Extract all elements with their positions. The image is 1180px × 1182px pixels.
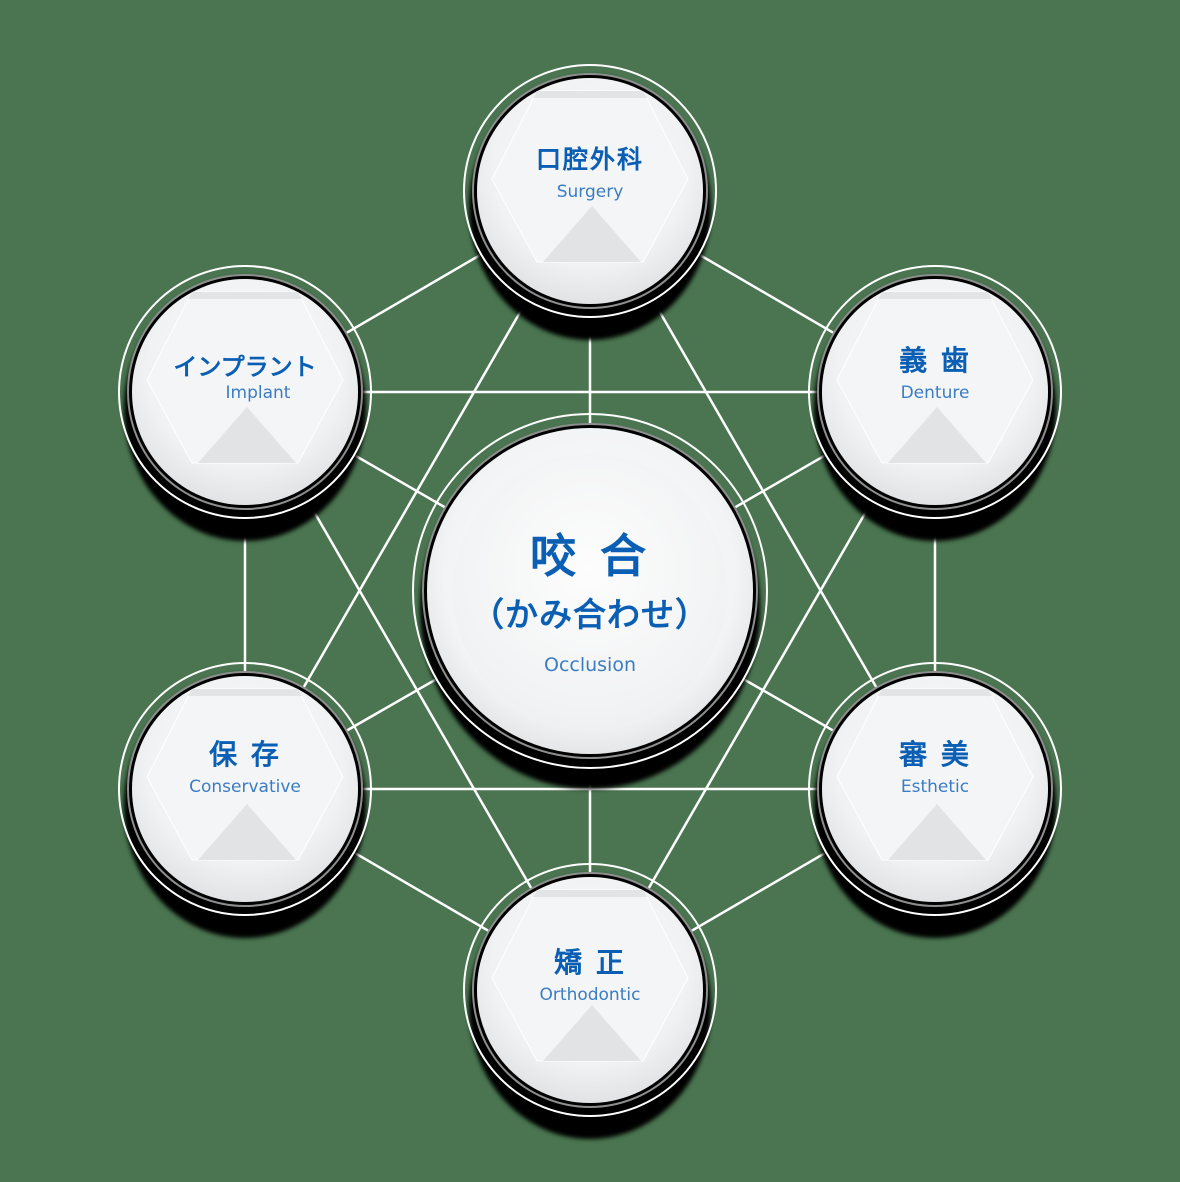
node-title: 義 歯 — [899, 344, 971, 377]
node-disc: 矯 正 Orthodontic — [477, 877, 703, 1103]
node-conservative: 保 存 Conservative — [118, 662, 372, 938]
tooth-hexagon-icon — [491, 90, 689, 263]
node-title: 口腔外科 — [535, 145, 644, 174]
node-disc: 口腔外科 Surgery — [477, 78, 703, 304]
tooth-hexagon-icon — [836, 688, 1034, 861]
node-subtitle: Orthodontic — [539, 985, 641, 1005]
node-esthetic: 審 美 Esthetic — [808, 662, 1062, 938]
node-subtitle: Conservative — [189, 777, 301, 797]
tooth-hexagon-icon — [146, 291, 344, 464]
node-ring — [463, 863, 717, 1117]
center-title: 咬 合 — [529, 529, 650, 583]
node-disc: インプラント Implant — [132, 279, 358, 505]
node-ring — [118, 265, 372, 519]
tooth-hexagon-icon — [836, 291, 1034, 464]
center-subtitle-en: Occlusion — [543, 654, 636, 676]
node-surgery: 口腔外科 Surgery — [463, 64, 717, 340]
center-node-occlusion: 咬 合 （かみ合わせ） Occlusion — [412, 413, 768, 789]
node-ring — [118, 662, 372, 916]
tooth-hexagon-icon — [146, 688, 344, 861]
center-node-disc: 咬 合 （かみ合わせ） Occlusion — [427, 428, 753, 754]
node-denture: 義 歯 Denture — [808, 265, 1062, 541]
node-ring — [463, 64, 717, 318]
node-title: 保 存 — [209, 738, 281, 771]
tooth-hexagon-icon — [491, 889, 689, 1062]
node-title: インプラント — [173, 353, 317, 381]
center-node-inner-disc — [453, 454, 727, 728]
node-subtitle: Esthetic — [900, 777, 970, 797]
node-disc: 審 美 Esthetic — [822, 676, 1048, 902]
node-ring — [808, 265, 1062, 519]
node-orthodontic: 矯 正 Orthodontic — [463, 863, 717, 1139]
node-subtitle: Implant — [225, 383, 291, 403]
center-subtitle-jp: （かみ合わせ） — [471, 595, 709, 634]
node-implant: インプラント Implant — [118, 265, 372, 541]
node-title: 矯 正 — [554, 946, 626, 979]
node-subtitle: Surgery — [556, 182, 624, 202]
node-title: 審 美 — [899, 738, 971, 771]
center-node-ring — [412, 413, 768, 769]
node-disc: 保 存 Conservative — [132, 676, 358, 902]
node-subtitle: Denture — [900, 383, 970, 403]
node-ring — [808, 662, 1062, 916]
node-disc: 義 歯 Denture — [822, 279, 1048, 505]
